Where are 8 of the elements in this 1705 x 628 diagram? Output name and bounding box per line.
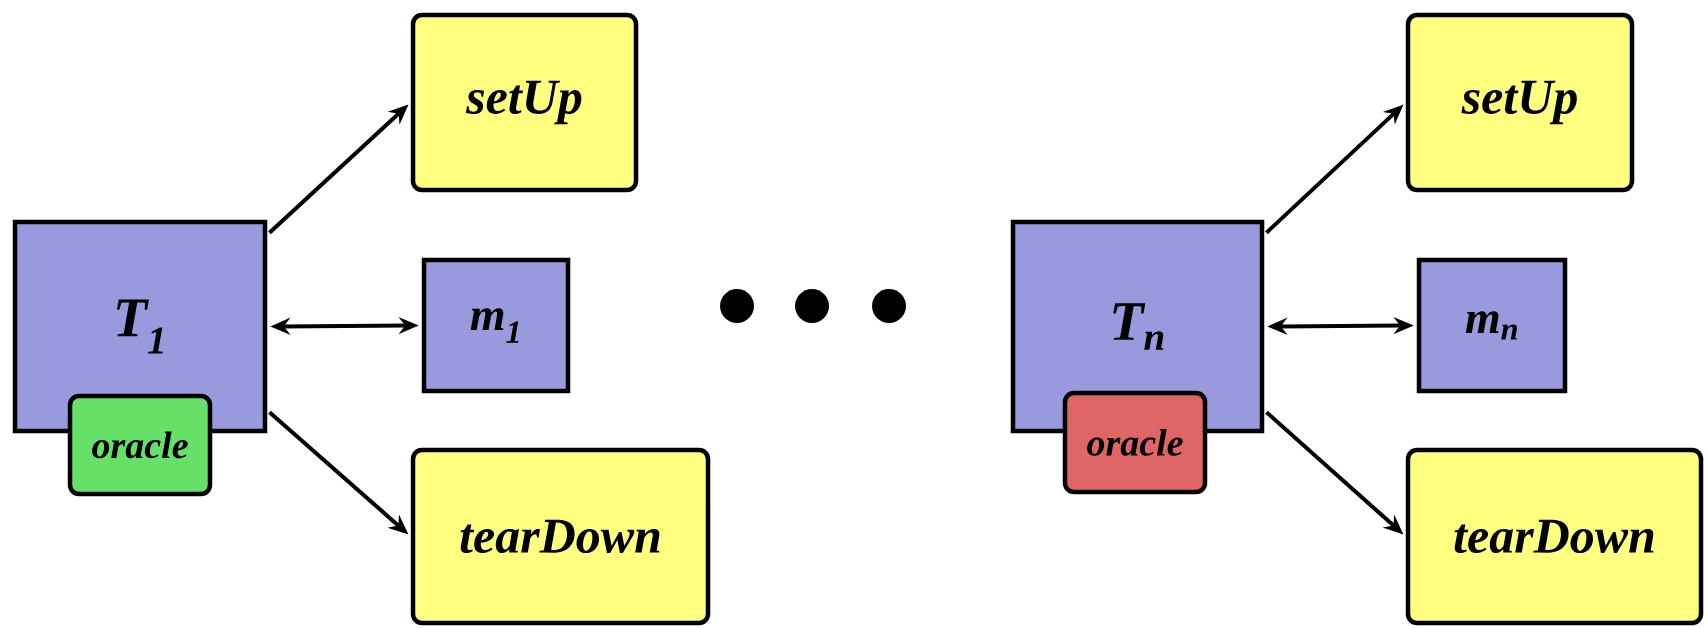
method-box: m$_{n}$ — [1416, 257, 1568, 394]
fixture-box: tearDown — [410, 447, 711, 626]
fixture-box: tearDown — [1405, 447, 1704, 626]
oracle-box: oracle — [67, 393, 213, 497]
method-box: m$_{1}$ — [421, 257, 571, 394]
fixture-box: setUp — [1405, 12, 1635, 193]
oracle-box: oracle — [1062, 390, 1208, 495]
fixture-box: setUp — [410, 12, 639, 193]
